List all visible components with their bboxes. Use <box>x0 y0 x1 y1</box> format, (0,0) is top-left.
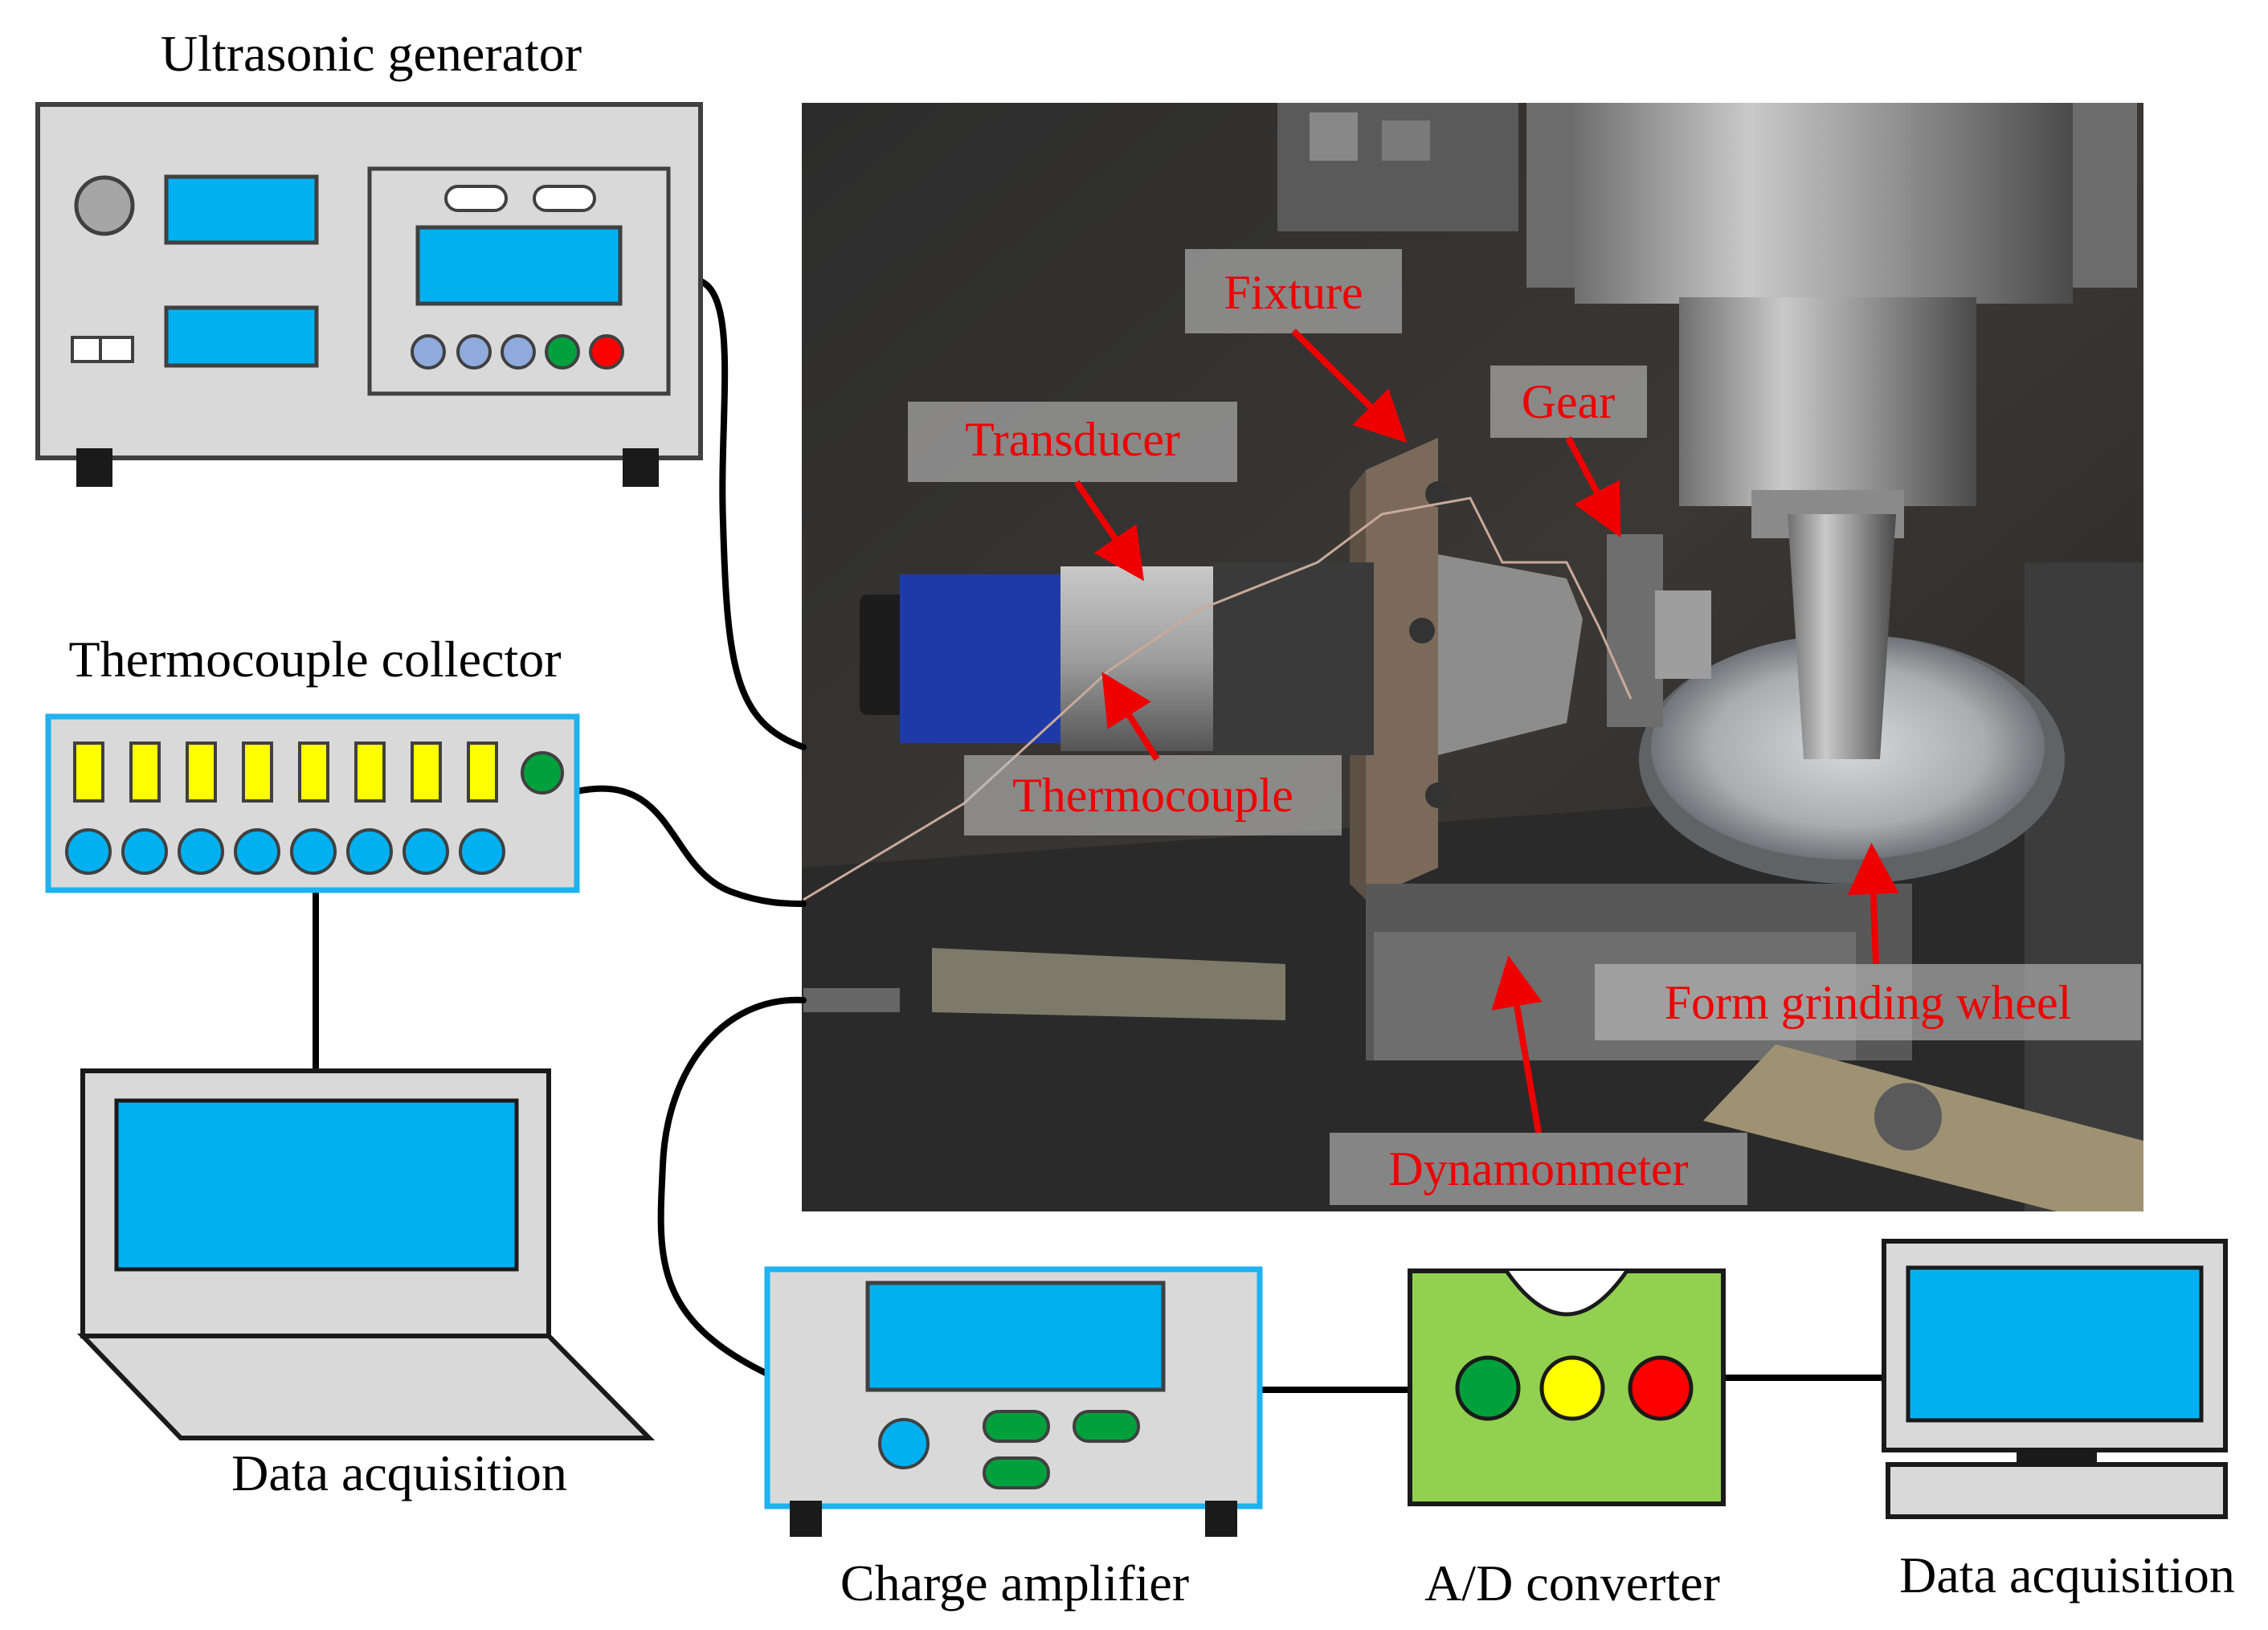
fixture-label: Fixture <box>1224 266 1363 319</box>
ultrasonic-generator: Ultrasonic generator <box>35 25 703 487</box>
desktop-data-acquisition-label: Data acquisition <box>1899 1546 2235 1603</box>
power-knob-icon <box>74 175 135 236</box>
amplifier-display <box>865 1281 1166 1392</box>
ad-converter-label: A/D converter <box>1424 1554 1720 1612</box>
thermocouple-channel-slots <box>73 741 498 803</box>
thermocouple-annotation: Thermocouple <box>964 672 1342 835</box>
photo-annotations: Fixture Gear Transducer Thermocouple For… <box>908 249 2141 1205</box>
dynamometer-label: Dynamonmeter <box>1388 1142 1688 1195</box>
gear-annotation: Gear <box>1490 366 1647 538</box>
thermocouple-channel-knobs <box>65 828 505 875</box>
form-grinding-wheel-label: Form grinding wheel <box>1665 976 2072 1029</box>
dynamometer-to-amplifier-wire <box>657 996 807 1377</box>
desktop-screen <box>1906 1265 2204 1423</box>
connection-wires <box>313 278 1887 1393</box>
laptop-data-acquisition-label: Data acquisition <box>231 1444 567 1501</box>
dynamometer-annotation: Dynamonmeter <box>1330 955 1747 1205</box>
desktop-data-acquisition: Data acquisition <box>1882 1239 2235 1603</box>
ultrasonic-generator-label: Ultrasonic generator <box>161 25 582 82</box>
charge-amplifier-label: Charge amplifier <box>840 1554 1189 1612</box>
fixture-annotation: Fixture <box>1185 249 1408 443</box>
thermocouple-collector-label: Thermocouple collector <box>68 631 561 688</box>
desktop-keyboard <box>1886 1462 2228 1519</box>
form-grinding-wheel-annotation: Form grinding wheel <box>1595 843 2141 1040</box>
generator-display-2 <box>164 305 319 368</box>
ad-converter: A/D converter <box>1408 1268 1726 1612</box>
laptop-keyboard-base <box>76 1334 656 1440</box>
gear-label: Gear <box>1522 375 1616 428</box>
machining-photo <box>802 103 2143 1211</box>
thermocouple-label: Thermocouple <box>1012 769 1293 822</box>
transducer-label: Transducer <box>965 413 1180 466</box>
laptop-screen <box>114 1098 519 1272</box>
transducer-annotation: Transducer <box>908 402 1237 582</box>
switch-icon <box>71 336 102 363</box>
laptop-data-acquisition: Data acquisition <box>76 1068 656 1501</box>
charge-amplifier: Charge amplifier <box>764 1266 1263 1612</box>
generator-main-display <box>415 225 623 306</box>
generator-to-transducer-wire <box>697 278 807 750</box>
collector-to-thermocouple-wire <box>574 785 807 907</box>
thermocouple-collector: Thermocouple collector <box>45 631 580 893</box>
generator-display-1 <box>164 174 319 245</box>
